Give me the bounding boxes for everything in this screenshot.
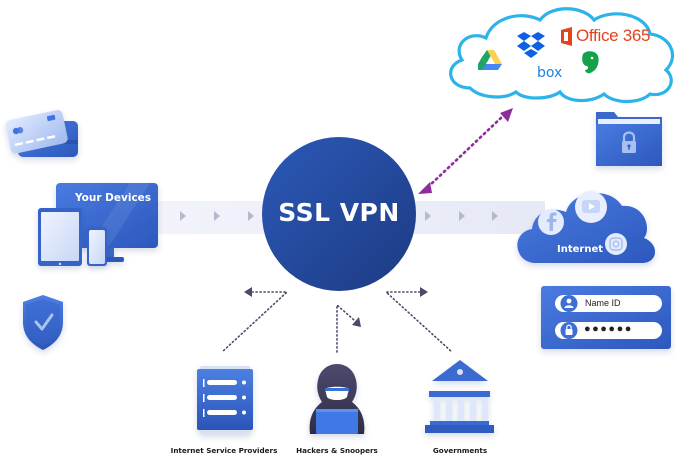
- threat-arrowheads: [244, 287, 428, 327]
- flow-arrow-icon: [180, 211, 186, 221]
- arrowhead-icon: [500, 108, 513, 122]
- internet-label: Internet: [557, 244, 604, 255]
- facebook-icon: [538, 209, 564, 235]
- office-365-icon: [561, 27, 572, 46]
- lock-icon: [565, 324, 573, 335]
- hackers-label: Hackers & Snoopers: [296, 446, 378, 455]
- isp-label: Internet Service Providers: [170, 446, 278, 455]
- flow-arrow-icon: [248, 211, 254, 221]
- hacker-icon: [309, 364, 365, 434]
- youtube-icon: [575, 191, 607, 223]
- phone-icon: [87, 227, 107, 266]
- arrowhead-icon: [352, 317, 361, 327]
- governments-label: Governments: [432, 446, 488, 455]
- password-field: [555, 322, 662, 339]
- arrowhead-icon: [418, 182, 432, 194]
- arrowhead-icon: [420, 287, 428, 297]
- tablet-icon: [38, 208, 82, 266]
- internet-cloud: [517, 191, 656, 263]
- locked-folder-icon: [596, 112, 662, 166]
- devices-icon: [38, 183, 158, 266]
- flow-arrow-icon: [214, 211, 220, 221]
- threat-connectors: [221, 291, 453, 353]
- your-devices-label: Your Devices: [75, 192, 152, 204]
- password-value: ●●●●●●: [584, 323, 633, 335]
- google-drive-icon: [478, 50, 502, 70]
- box-label: box: [537, 65, 563, 81]
- instagram-icon: [605, 233, 627, 255]
- flow-arrow-icon: [459, 211, 465, 221]
- user-icon: [566, 298, 572, 304]
- cloud-connector: [418, 108, 513, 194]
- login-panel: [541, 286, 671, 349]
- flow-arrow-icon: [492, 211, 498, 221]
- credit-card-icon: [5, 110, 78, 157]
- server-icon: [197, 366, 253, 434]
- evernote-icon: [582, 51, 599, 74]
- flow-arrow-icon: [425, 211, 431, 221]
- cloud-services-cloud: [449, 7, 674, 104]
- arrowhead-icon: [244, 287, 252, 297]
- username-value: Name ID: [585, 298, 621, 308]
- dropbox-icon: [517, 32, 545, 58]
- government-building-icon: [425, 360, 494, 433]
- ssl-vpn-hub: [262, 137, 416, 291]
- shield-check-icon: [23, 295, 63, 350]
- ssl-vpn-label: SSL VPN: [278, 198, 400, 227]
- office-365-label: Office 365: [576, 26, 651, 45]
- username-field: [555, 295, 662, 312]
- cloud-outline: [449, 7, 674, 104]
